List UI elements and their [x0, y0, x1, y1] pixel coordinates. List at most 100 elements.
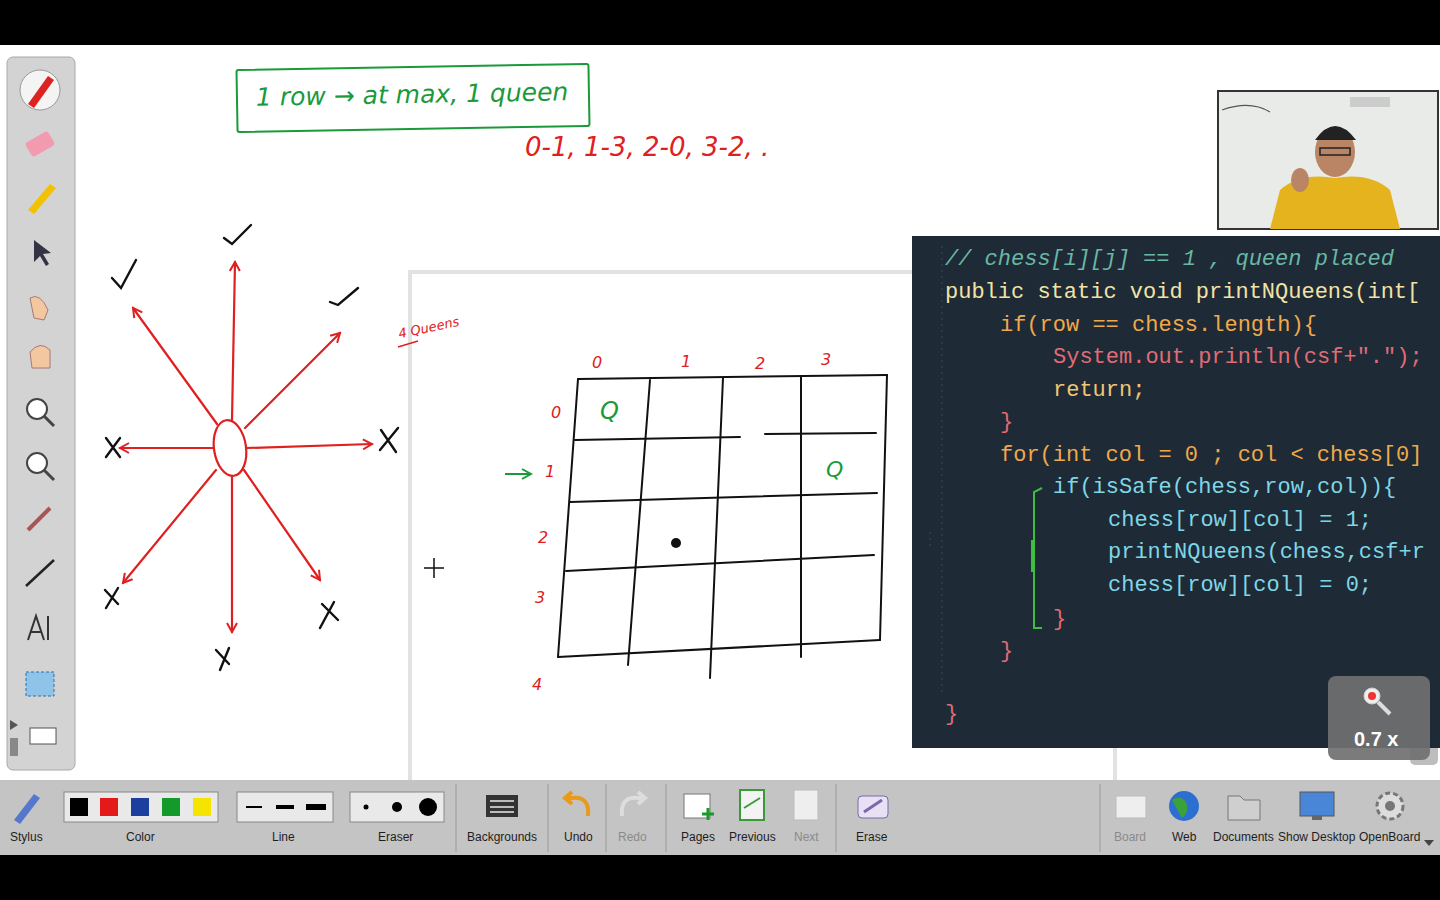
tool-palette: [26, 672, 54, 696]
chess-grid: [880, 375, 887, 640]
toolbar-icons: [1377, 793, 1403, 819]
column-number: 0: [592, 354, 602, 372]
webcam-overlay: [1222, 105, 1270, 112]
toolbar-icons: [1312, 816, 1322, 820]
pen-dot: [671, 538, 681, 548]
tool-palette: [10, 720, 18, 730]
tool-palette: [30, 297, 48, 321]
tool-palette: [28, 184, 56, 214]
move-sequence: 0-1, 1-3, 2-0, 3-2, .: [525, 133, 769, 163]
code-line: }: [1000, 639, 1013, 664]
toolbar-label: Erase: [856, 831, 887, 845]
board-size-note: 4 Queens: [397, 315, 461, 342]
webcam-overlay: [1218, 91, 1438, 229]
tool-palette: [7, 57, 75, 770]
zoom-indicator: 0.7 x: [1328, 676, 1430, 760]
tool-palette: [26, 560, 54, 586]
toolbar-icons: [364, 805, 369, 810]
queen-mark: Q: [826, 457, 843, 482]
toolbar-icons: [237, 792, 333, 822]
queen-moves-sketch: [123, 470, 216, 583]
toolbar-icons: [864, 800, 882, 812]
chess-grid: [566, 555, 874, 571]
code-line: }: [945, 702, 958, 727]
column-number: 2: [755, 355, 765, 373]
row-number: 3: [535, 589, 545, 607]
tool-palette: [28, 76, 54, 108]
queen-moves-sketch: [244, 470, 320, 580]
queen-moves-sketch: [245, 333, 340, 428]
toolbar-icons: [1228, 796, 1260, 820]
tool-palette: [10, 738, 18, 756]
check-and-cross-marks: [224, 225, 251, 244]
code-line: }: [1000, 410, 1013, 435]
toolbar-icons: [740, 790, 764, 820]
toolbar-icons: [1116, 796, 1146, 818]
toolbar-icons: [1385, 801, 1395, 811]
queen-moves-sketch: [232, 262, 235, 420]
note-box: 1 row → at max, 1 queen: [235, 63, 590, 133]
webcam-overlay: [1315, 126, 1356, 140]
check-and-cross-marks: [330, 288, 358, 305]
check-and-cross-marks: [105, 588, 118, 608]
note-text: 1 row → at max, 1 queen: [256, 77, 570, 111]
board-ground: [0, 45, 1440, 782]
code-line: chess[row][col] = 0;: [1108, 573, 1372, 598]
chess-grid: [800, 376, 802, 657]
toolbar-label: Color: [126, 831, 155, 845]
tool-palette: [44, 416, 54, 426]
toolbar-icons: [858, 796, 888, 818]
tool-palette: [34, 240, 51, 266]
toolbar-icons: [100, 798, 118, 816]
toolbar-ground: [0, 780, 1440, 855]
column-number: 1: [681, 353, 691, 371]
row-number: 2: [538, 529, 548, 547]
toolbar-icons: [14, 784, 1434, 852]
toolbar-icons: [419, 798, 437, 816]
toolbar-icons: [70, 798, 88, 816]
tool-palette: [7, 57, 75, 770]
chess-grid: [558, 375, 887, 678]
current-row-arrow: [505, 473, 531, 475]
chess-grid: [575, 433, 876, 440]
code-line: }: [1053, 607, 1066, 632]
code-line: // chess[i][j] == 1 , queen placed: [945, 247, 1394, 272]
tool-palette: [25, 131, 56, 158]
webcam-overlay: [1350, 97, 1390, 107]
zoom-icon-dot: [1368, 692, 1376, 700]
queen-moves-sketch: [120, 447, 213, 449]
column-number: 3: [821, 351, 831, 369]
toolbar-icons: [1300, 792, 1334, 816]
zoom-icon: [1358, 682, 1398, 722]
row-number: 1: [545, 463, 555, 481]
toolbar-label: Pages: [681, 831, 715, 845]
chess-grid: [628, 380, 650, 665]
webcam-overlay: [1320, 148, 1350, 155]
webcam-overlay: [1218, 91, 1438, 229]
underline-stroke: [398, 341, 418, 347]
queen-moves-sketch: [231, 477, 233, 632]
code-line: printNQueens(chess,csf+r: [1108, 540, 1425, 565]
check-and-cross-marks: [112, 260, 136, 288]
toolbar-icons: [622, 792, 645, 816]
toolbar-icons: [306, 804, 326, 810]
code-line: return;: [1053, 378, 1145, 403]
check-and-cross-marks: [320, 602, 338, 628]
code-line: if(isSafe(chess,row,col)){: [1053, 475, 1396, 500]
zoom-icon-lens: [1364, 688, 1380, 704]
queen-mark: Q: [600, 398, 619, 426]
toolbar-label: Board: [1114, 831, 1146, 845]
toolbar-label: Backgrounds: [467, 831, 537, 845]
toolbar-label: Previous: [729, 831, 776, 845]
scope-bracket: [1032, 488, 1042, 628]
tool-palette: [20, 70, 60, 110]
code-panel: // chess[i][j] == 1 , queen placed public…: [912, 236, 1440, 748]
queen-moves-sketch: [247, 444, 372, 448]
toolbar-icons: [1172, 797, 1187, 818]
toolbar-icons: [14, 794, 40, 824]
toolbar-label: Redo: [618, 831, 647, 845]
code-line: public static void printNQueens(int[: [945, 280, 1420, 305]
code-line: chess[row][col] = 1;: [1108, 508, 1372, 533]
